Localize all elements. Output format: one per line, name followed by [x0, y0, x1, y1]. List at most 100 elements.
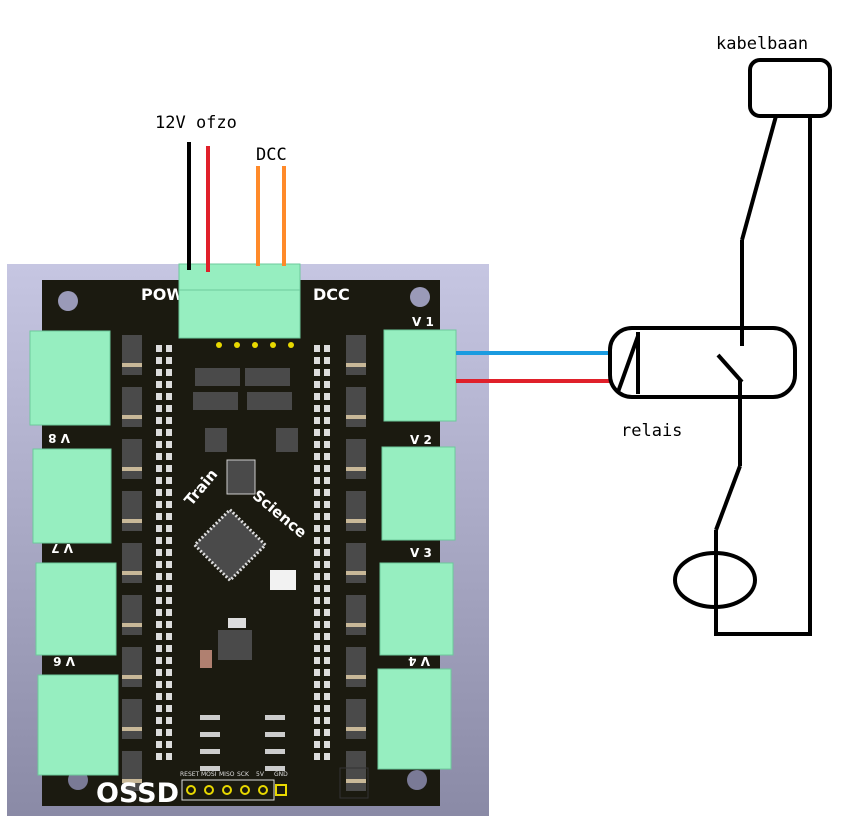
resistor-pad	[166, 753, 172, 760]
resistor-pad	[324, 657, 330, 664]
resistor-pad	[324, 717, 330, 724]
label-cableway: kabelbaan	[716, 34, 808, 54]
microcontroller-chip	[192, 507, 268, 583]
diode	[346, 647, 366, 687]
label-power: 12V ofzo	[155, 113, 237, 133]
label-dcc: DCC	[256, 145, 287, 165]
resistor-pad	[314, 405, 320, 412]
silk-output-4: V 4	[408, 654, 430, 668]
diode-band	[346, 675, 366, 679]
rectifier-diode	[193, 392, 238, 410]
resistor-pad	[156, 753, 162, 760]
resistor-pad	[324, 741, 330, 748]
resistor-pad	[156, 549, 162, 556]
resistor-pad	[314, 633, 320, 640]
ic-lead	[200, 715, 220, 720]
resistor-pad	[156, 693, 162, 700]
resistor-pad	[324, 441, 330, 448]
diode	[346, 491, 366, 531]
ic-lead	[200, 732, 220, 737]
resistor-pad	[166, 729, 172, 736]
resistor-pad	[156, 621, 162, 628]
resistor-pad	[314, 477, 320, 484]
diode	[122, 543, 142, 583]
voltage-regulator	[218, 630, 252, 660]
resistor-pad	[156, 501, 162, 508]
connector-v4	[377, 668, 452, 770]
diode-band	[346, 415, 366, 419]
resistor-pad	[166, 645, 172, 652]
pad	[216, 342, 222, 348]
resistor-pad	[314, 489, 320, 496]
diode-band	[122, 675, 142, 679]
rectifier-diode	[245, 368, 290, 386]
resistor-pad	[324, 681, 330, 688]
pin-label-5v: 5V	[256, 771, 265, 778]
resistor-pad	[314, 657, 320, 664]
resistor-pad	[314, 693, 320, 700]
diode	[346, 543, 366, 583]
resistor-pad	[166, 693, 172, 700]
rectifier-diode	[247, 392, 292, 410]
resistor-pad	[156, 525, 162, 532]
mounting-hole	[58, 291, 78, 311]
silk-output-1: V 1	[412, 315, 434, 329]
resistor-pad	[324, 597, 330, 604]
cableway-box	[748, 58, 832, 118]
resistor-pad	[156, 393, 162, 400]
resistor-pad	[166, 405, 172, 412]
resistor-pad	[166, 441, 172, 448]
resistor-pad	[324, 381, 330, 388]
tvs-diode	[205, 428, 227, 452]
resistor-pad	[156, 633, 162, 640]
resistor-pad	[166, 417, 172, 424]
resistor-pad	[156, 597, 162, 604]
resistor-pad	[156, 345, 162, 352]
pin-label-sck: SCK	[237, 771, 250, 778]
bridge-rectifier	[226, 459, 256, 495]
resistor-pad	[314, 597, 320, 604]
diode	[122, 387, 142, 427]
pad	[270, 342, 276, 348]
resistor-pad	[166, 705, 172, 712]
resistor-pad	[156, 585, 162, 592]
resistor-pad	[314, 621, 320, 628]
relay-symbol	[608, 326, 797, 399]
resistor-pad	[166, 513, 172, 520]
resistor-pad	[166, 465, 172, 472]
resistor-pad	[314, 729, 320, 736]
pad	[234, 342, 240, 348]
diode	[346, 439, 366, 479]
connector-v6	[35, 562, 117, 656]
resistor-pad	[156, 573, 162, 580]
diode-band	[346, 571, 366, 575]
resistor-pad	[314, 513, 320, 520]
resistor-pad	[314, 465, 320, 472]
resistor-pad	[156, 369, 162, 376]
diode-band	[122, 363, 142, 367]
ic-lead	[200, 766, 220, 771]
resistor-pad	[314, 717, 320, 724]
resistor-pad	[166, 741, 172, 748]
resistor-pad	[324, 585, 330, 592]
resistor-pad	[324, 369, 330, 376]
resistor-pad	[156, 489, 162, 496]
pcb-render: POW DCC OSSD Train Science V 1 V 2 V 3 V…	[7, 263, 489, 816]
capacitor	[200, 650, 212, 668]
diode	[122, 335, 142, 375]
resistor-pad	[314, 537, 320, 544]
resistor-pad	[166, 537, 172, 544]
silk-output-7: V 7	[51, 541, 73, 555]
silk-output-3: V 3	[410, 546, 432, 560]
resistor-pad	[166, 345, 172, 352]
resistor-pad	[324, 669, 330, 676]
connector-v2	[381, 446, 456, 541]
diode	[346, 595, 366, 635]
resistor-pad	[324, 453, 330, 460]
resistor-pad	[166, 633, 172, 640]
resistor-pad	[314, 393, 320, 400]
resistor-pad	[324, 573, 330, 580]
resistor-pad	[156, 645, 162, 652]
crystal	[270, 570, 296, 590]
